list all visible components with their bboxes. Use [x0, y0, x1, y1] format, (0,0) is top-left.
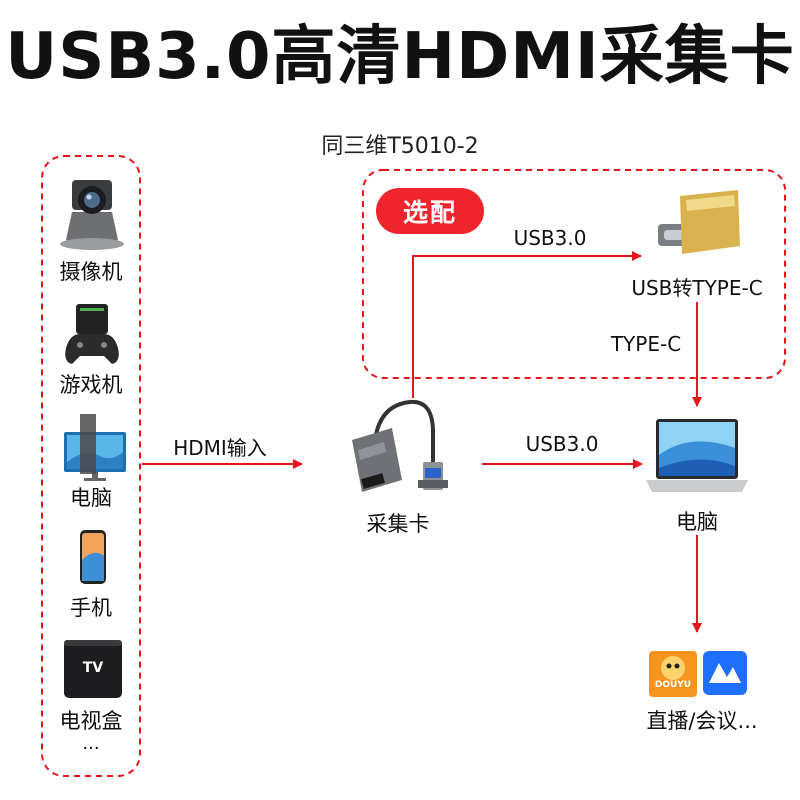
source-label-phone: 手机 [70, 596, 112, 620]
ptz-camera-icon [60, 180, 124, 250]
tv-box-text: TV [82, 660, 104, 676]
meeting-app-icon [703, 651, 747, 695]
optional-badge: 选配 [376, 188, 484, 234]
edge-label-typec: TYPE-C [610, 332, 682, 356]
desktop-computer-icon [64, 414, 126, 481]
product-model: 同三维T5010-2 [321, 134, 479, 159]
node-label-apps: 直播/会议... [646, 709, 758, 733]
source-label-computer: 电脑 [70, 486, 112, 510]
laptop-icon [646, 419, 748, 492]
source-label-console: 游戏机 [59, 373, 123, 397]
source-label-more: ... [82, 733, 100, 754]
node-label-adapter: USB转TYPE-C [631, 276, 763, 300]
smartphone-icon [80, 530, 106, 584]
edge-label-usb3-laptop: USB3.0 [525, 432, 599, 456]
optional-group [362, 169, 786, 379]
capture-card-icon [352, 399, 448, 492]
usb3-adapter-arrow [412, 251, 642, 398]
source-label-tvbox: 电视盒 [59, 709, 123, 733]
edge-label-usb3-adapter: USB3.0 [513, 226, 587, 250]
node-label-laptop: 电脑 [676, 510, 718, 534]
source-devices-group [41, 155, 141, 777]
douyu-logo-text: DOUYU [654, 680, 692, 690]
usb-typec-adapter-icon [658, 190, 740, 254]
game-console-icon [65, 304, 119, 364]
tv-box-icon [64, 640, 122, 698]
douyu-app-icon [649, 651, 697, 697]
page-title: USB3.0高清HDMI采集卡 [5, 20, 795, 94]
edge-label-hdmi-input: HDMI输入 [173, 436, 267, 460]
node-label-capture-card: 采集卡 [366, 512, 430, 536]
source-label-camera: 摄像机 [59, 260, 123, 284]
